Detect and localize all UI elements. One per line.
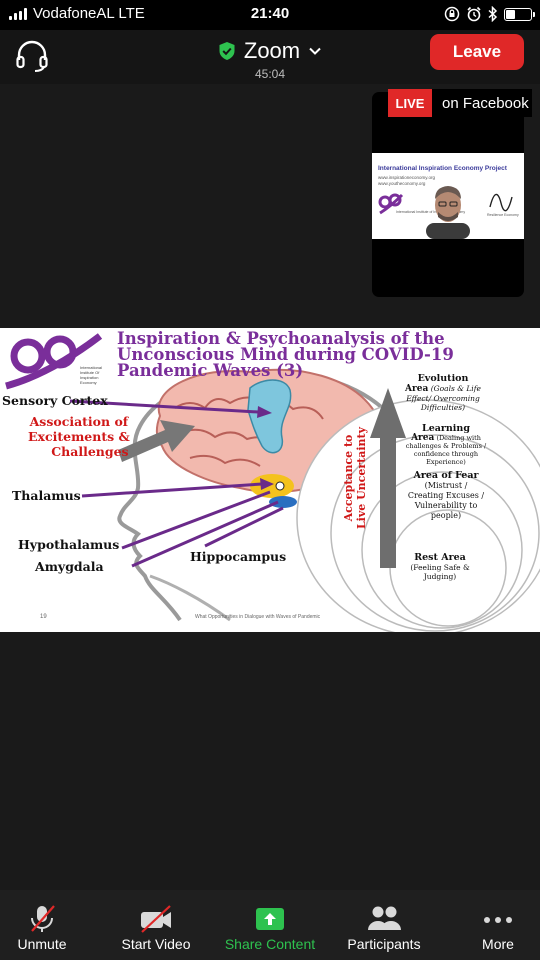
area-rest-desc-1: (Feeling Safe & (410, 563, 470, 572)
thumbnail-slide-title: International Inspiration Economy Projec… (378, 165, 507, 172)
label-thalamus: Thalamus (12, 488, 81, 503)
leave-button[interactable]: Leave (430, 34, 524, 70)
area-learning-name: Learning (422, 423, 470, 434)
area-fear: Area of Fear (Mistrust / Creating Excuse… (396, 470, 496, 521)
institute-line-3: Inspiration (80, 375, 99, 380)
institute-line-1: International (80, 365, 103, 370)
thumbnail-slide: International Inspiration Economy Projec… (372, 153, 524, 239)
area-evolution-desc-1: (Goals & Life (430, 384, 481, 393)
more-label: More (482, 936, 514, 952)
area-evolution: Evolution Area (Goals & Life Effect/ Ove… (398, 373, 488, 412)
live-target: on Facebook (442, 95, 529, 112)
area-learning-desc-3: confidence through (413, 450, 479, 458)
meeting-name: Zoom (243, 38, 301, 63)
slide-title-line-2: Unconscious Mind during COVID-19 (117, 345, 454, 364)
area-learning-desc-4: Experience) (426, 458, 466, 466)
acceptance-line-1: Acceptance to (342, 434, 355, 522)
more-dots-icon (484, 917, 512, 923)
slide-illustration (5, 333, 540, 632)
label-acceptance: Acceptance to Live Uncertainty (330, 420, 380, 540)
label-amygdala: Amygdala (35, 559, 104, 574)
area-evolution-word: Area (405, 384, 429, 394)
area-evolution-name: Evolution (417, 373, 469, 384)
thumbnail-institute-caption: International Institute of Inspiration E… (396, 210, 466, 214)
area-fear-desc-3: Vulnerability to (414, 501, 478, 510)
thumbnail-url-1: www.inspirationeconomy.org (378, 175, 435, 180)
label-hypothalamus: Hypothalamus (18, 537, 120, 552)
slide-title-line-1: Inspiration & Psychoanalysis of the (117, 329, 445, 348)
speaker-video (426, 186, 470, 239)
label-association: Association of Excitements & Challenges (28, 414, 130, 459)
area-learning-word: Area (411, 433, 435, 443)
area-learning-desc-1: (Dealing with (436, 434, 481, 442)
unmute-label: Unmute (17, 936, 67, 952)
label-hippocampus: Hippocampus (190, 549, 287, 564)
area-evolution-desc-3: Difficulties) (420, 403, 466, 412)
area-learning-desc-2: challenges & Problems / (405, 442, 487, 450)
slide-title: Inspiration & Psychoanalysis of the Unco… (117, 329, 454, 380)
share-arrow-icon (256, 908, 284, 930)
meeting-toolbar: Unmute Start Video Share Content Partici… (0, 890, 540, 960)
headphones-icon[interactable] (14, 38, 50, 74)
thumbnail-url-2: www.youtheconomy.org (378, 181, 426, 186)
area-rest: Rest Area (Feeling Safe & Judging) (400, 552, 480, 581)
area-fear-desc-1: (Mistrust / (424, 481, 468, 490)
acceptance-line-2: Live Uncertainty (355, 426, 368, 530)
bluetooth-icon (488, 6, 498, 22)
institute-line-2: Institute Of (80, 370, 100, 375)
area-learning: Learning Area (Dealing with challenges &… (396, 423, 496, 466)
area-rest-desc-2: Judging) (423, 572, 457, 581)
meeting-timer: 45:04 (254, 67, 286, 81)
area-evolution-desc-2: Effect/ Overcoming (406, 394, 480, 403)
share-content-label: Share Content (224, 936, 316, 952)
start-video-label: Start Video (121, 936, 191, 952)
carrier-label: VodafoneAL LTE (33, 5, 145, 22)
slide-page-number: 19 (40, 614, 47, 620)
meeting-header: Zoom 45:04 Leave (0, 30, 540, 84)
institute-line-4: Economy (80, 380, 97, 385)
shield-check-icon (219, 42, 235, 60)
area-fear-desc-2: Creating Excuses / (407, 491, 485, 500)
slide-footer: What Opportunities in Dialogue with Wave… (195, 614, 321, 620)
wave-logo-icon (489, 193, 513, 212)
unmute-button[interactable]: Unmute (0, 890, 84, 960)
participants-button[interactable]: Participants (336, 890, 432, 960)
participants-icon (368, 906, 401, 930)
thumbnail-right-caption: Resilience Economy (487, 213, 519, 217)
association-line-3: Challenges (51, 444, 129, 459)
more-button[interactable]: More (458, 890, 538, 960)
participants-label: Participants (347, 936, 421, 952)
start-video-button[interactable]: Start Video (108, 890, 204, 960)
chevron-down-icon (309, 47, 321, 55)
share-content-button[interactable]: Share Content (218, 890, 322, 960)
video-camera-off-icon (141, 905, 171, 933)
shared-screen[interactable]: Inspiration & Psychoanalysis of the Unco… (0, 328, 540, 632)
label-sensory-cortex: Sensory Cortex (2, 393, 108, 408)
live-stream-indicator[interactable]: LIVE on Facebook (388, 89, 532, 117)
association-line-1: Association of (29, 414, 129, 429)
signal-icon (9, 8, 29, 20)
speaker-thumbnail[interactable]: International Inspiration Economy Projec… (372, 92, 524, 297)
area-fear-name: Area of Fear (413, 470, 479, 481)
battery-icon (504, 7, 535, 21)
clock: 21:40 (250, 5, 290, 22)
institute-logo-icon (378, 193, 404, 215)
live-badge: LIVE (388, 89, 432, 117)
slide-title-line-3: Pandemic Waves (3) (117, 361, 304, 380)
alarm-icon (467, 6, 481, 22)
rotation-lock-icon (444, 6, 460, 22)
microphone-muted-icon (31, 905, 55, 932)
institute-name: International Institute Of Inspiration E… (80, 365, 102, 385)
area-fear-desc-4: people) (430, 511, 462, 520)
status-icons (444, 5, 535, 23)
meeting-title[interactable]: Zoom (0, 38, 540, 66)
area-rest-name: Rest Area (414, 552, 466, 563)
association-line-2: Excitements & (28, 429, 130, 444)
status-bar: VodafoneAL LTE 21:40 (0, 0, 540, 30)
